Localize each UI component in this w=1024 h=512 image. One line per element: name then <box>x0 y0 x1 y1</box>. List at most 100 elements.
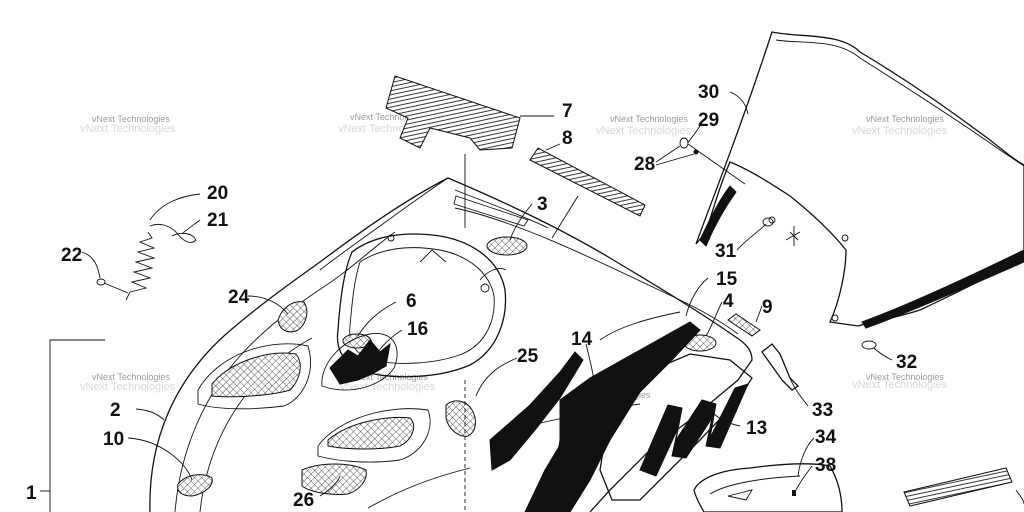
leader-line <box>181 219 201 235</box>
callout-part-31: 31 <box>715 241 737 262</box>
hood-inner-contour <box>174 231 396 512</box>
washer-part-32 <box>861 340 877 350</box>
logo-letter-m <box>639 383 749 477</box>
nose-notch-right <box>479 268 507 281</box>
callout-part-21: 21 <box>207 210 229 231</box>
windshield-part-30 <box>695 31 1024 329</box>
callout-part-22: 22 <box>61 245 82 266</box>
leader-line <box>687 125 701 143</box>
washer <box>693 149 699 155</box>
leader-line <box>711 411 741 427</box>
hood-outline <box>149 177 753 512</box>
vent-mesh <box>301 463 367 495</box>
watermark-text: vNext Technologies <box>866 372 944 382</box>
callout-part-38: 38 <box>815 455 836 476</box>
bracket-part-33 <box>761 343 800 391</box>
windshield-trim-strip <box>861 249 1024 329</box>
leader-line <box>685 277 709 317</box>
leader-line <box>475 357 518 397</box>
leader-line <box>736 223 767 251</box>
callout-part-9: 9 <box>762 297 773 318</box>
watermark: vNext Technologies vNext Technologies <box>852 114 948 137</box>
console-panel-inner <box>709 475 801 495</box>
leader-line <box>49 339 105 512</box>
windshield-base-line <box>454 207 739 335</box>
leader-line <box>873 347 893 361</box>
screw-part-38 <box>792 490 796 496</box>
panel-seam <box>367 467 471 509</box>
leader-line <box>357 301 397 337</box>
nose-opening-inner <box>349 247 495 364</box>
seat-strip-end <box>1015 489 1024 505</box>
hood-latch-parts-20-21-22 <box>96 223 197 301</box>
callout-part-4: 4 <box>723 291 734 312</box>
windshield-edge <box>775 39 1024 167</box>
watermark: vNext Technologies vNext Technologies <box>852 372 948 391</box>
screw-head <box>96 278 106 286</box>
leader-line <box>585 343 597 399</box>
watermark-text: vNext Technologies <box>866 114 944 124</box>
leader-line <box>319 475 341 497</box>
windshield-trim-strip <box>699 185 737 247</box>
leader-line <box>797 437 815 477</box>
latch-spring <box>129 231 156 293</box>
top-decal-part-7 <box>385 75 521 151</box>
fasteners-parts-28-29 <box>679 137 774 227</box>
leader-line <box>795 465 813 491</box>
graphic-decal-outline <box>321 333 398 391</box>
grommet <box>679 137 689 149</box>
nose-opening <box>336 233 507 378</box>
leader-line <box>135 408 165 421</box>
decal-oval <box>486 236 528 256</box>
mount-hole <box>831 314 839 322</box>
watermark-shadow: vNext Technologies <box>852 379 948 391</box>
watermark-shadow: vNext Technologies <box>340 381 436 393</box>
leader-line <box>789 377 809 407</box>
mount-hole <box>480 283 490 293</box>
leader-line <box>551 195 579 239</box>
windshield-reflection <box>785 226 801 246</box>
watermark-shadow: vNext Technologies <box>80 381 176 393</box>
mount-hole <box>387 234 395 242</box>
decal-part-9 <box>727 313 761 337</box>
hood-assembly <box>149 177 753 512</box>
leader-line <box>655 153 695 166</box>
console-panel-part-34 <box>693 463 843 512</box>
callout-part-8: 8 <box>562 128 573 149</box>
windshield-trim-decal-part-8 <box>529 147 646 217</box>
callout-part-2: 2 <box>110 400 121 421</box>
side-graphic-slash <box>489 351 584 471</box>
vent-mesh <box>277 301 308 333</box>
leader-line <box>755 305 763 323</box>
callout-part-3: 3 <box>537 194 548 215</box>
callout-part-29: 29 <box>698 110 719 131</box>
callout-part-26: 26 <box>293 490 314 511</box>
panel-seam <box>599 311 681 341</box>
well-nut-part-31 <box>762 217 774 227</box>
watermark-shadow: vNext Technologies <box>80 123 176 135</box>
watermark-group: vNext Technologies vNext Technologies vN… <box>80 112 948 400</box>
watermark-text: vNext Technologies <box>610 114 688 124</box>
callout-part-7: 7 <box>562 101 573 122</box>
callout-part-25: 25 <box>517 346 539 367</box>
leader-line <box>729 91 749 115</box>
windshield-outline <box>695 31 1024 327</box>
callout-part-15: 15 <box>716 269 738 290</box>
nose-notch-left <box>419 249 447 263</box>
leader-line <box>545 143 561 151</box>
hood-crest <box>454 189 549 229</box>
leader-line <box>127 437 193 481</box>
mount-hole <box>768 216 776 224</box>
callout-part-28: 28 <box>634 154 655 175</box>
top-vent-slot <box>453 195 529 227</box>
watermark-shadow: vNext Technologies <box>596 125 692 137</box>
leader-line <box>655 145 681 163</box>
leader-line <box>81 251 101 279</box>
vent-mesh <box>327 416 415 450</box>
latch-hook <box>149 223 197 243</box>
watermark: vNext Technologies vNext Technologies <box>80 372 176 393</box>
leader-line <box>705 301 723 337</box>
callout-part-24: 24 <box>228 287 250 308</box>
watermark: vNext Technologies vNext Technologies <box>80 114 176 135</box>
